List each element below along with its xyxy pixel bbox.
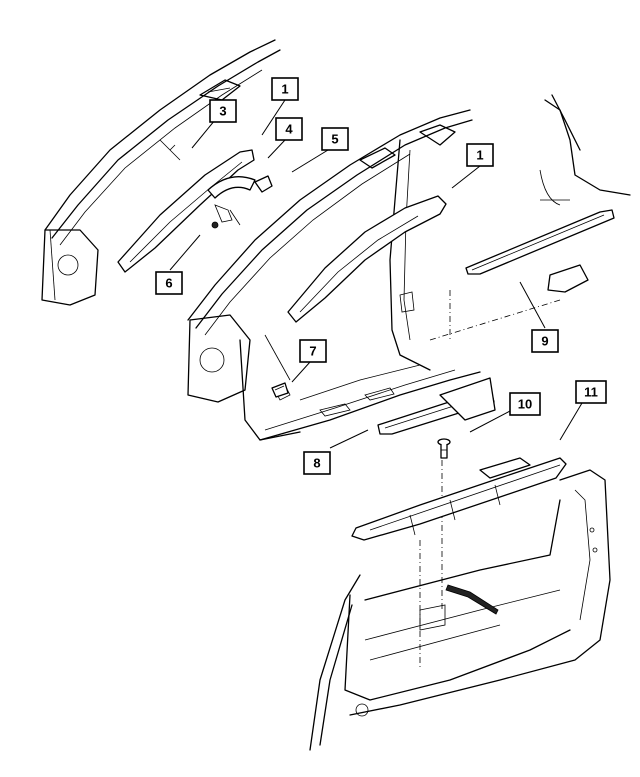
callout-1-top[interactable]: 1 <box>271 77 299 101</box>
part-7-clip <box>271 382 289 398</box>
callout-11[interactable]: 11 <box>575 380 607 404</box>
callout-6[interactable]: 6 <box>155 271 183 295</box>
callout-10[interactable]: 10 <box>509 392 541 416</box>
leader-lines <box>169 99 586 449</box>
callout-4[interactable]: 4 <box>275 117 303 141</box>
callout-label: 6 <box>165 276 172 291</box>
callout-7[interactable]: 7 <box>299 339 327 363</box>
callout-3[interactable]: 3 <box>209 99 237 123</box>
callout-label: 8 <box>313 456 320 471</box>
callout-label: 1 <box>281 82 288 97</box>
part-10-fastener <box>437 438 451 459</box>
part-4-clip <box>207 175 273 229</box>
callout-label: 9 <box>541 334 548 349</box>
callout-label: 5 <box>331 132 338 147</box>
part-8-sill-plate <box>377 377 496 435</box>
view-body-side-right <box>539 94 631 293</box>
callout-8[interactable]: 8 <box>303 451 331 475</box>
callout-9[interactable]: 9 <box>531 329 559 353</box>
callout-label: 3 <box>219 104 226 119</box>
callout-label: 11 <box>584 385 598 400</box>
view-sill-lower <box>309 460 611 751</box>
callout-label: 1 <box>476 148 483 163</box>
part-1-pillar-trim <box>287 195 447 323</box>
callout-label: 4 <box>285 122 293 137</box>
callout-1-center[interactable]: 1 <box>466 143 494 167</box>
part-11-reinforcement <box>351 457 567 541</box>
view-a-pillar-left <box>41 39 281 306</box>
part-6-pillar-trim <box>117 149 255 273</box>
callout-label: 10 <box>518 397 532 412</box>
callout-label: 7 <box>309 344 316 359</box>
part-9-side-rail <box>429 209 615 341</box>
view-door-opening-center <box>187 109 481 441</box>
callout-5[interactable]: 5 <box>321 127 349 151</box>
